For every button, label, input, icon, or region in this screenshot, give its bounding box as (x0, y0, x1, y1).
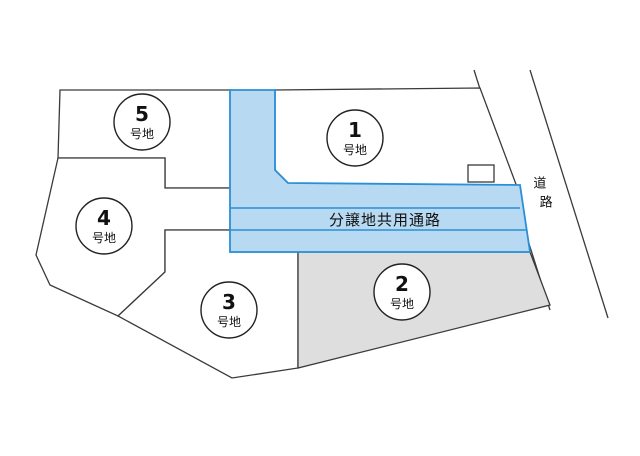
lot-2-number: 2 (395, 272, 409, 296)
public-road-char-2: 路 (540, 195, 553, 211)
public-road-char-1: 道 (533, 176, 546, 191)
lot-5-suffix: 号地 (130, 127, 154, 141)
lot-2-marker: 2 号地 (373, 263, 431, 321)
lot-4-marker: 4 号地 (75, 197, 133, 255)
lot-3-suffix: 号地 (217, 315, 241, 329)
lot-3-number: 3 (222, 290, 236, 314)
public-road-edge-right (529, 69, 609, 319)
lot-3-marker: 3 号地 (200, 281, 258, 339)
public-road-label: 道 路 (533, 176, 553, 211)
lot-5-marker: 5 号地 (113, 93, 171, 151)
lot-4-number: 4 (97, 206, 111, 230)
lot-5-number: 5 (135, 102, 149, 126)
shared-road-area[interactable] (229, 89, 532, 253)
lot-1-suffix: 号地 (343, 143, 367, 157)
lot-1-number: 1 (348, 118, 362, 142)
lot-1-marker: 1 号地 (326, 109, 384, 167)
shared-road-label: 分譲地共用通路 (329, 211, 441, 229)
lot-4-suffix: 号地 (92, 231, 116, 245)
lot-2-suffix: 号地 (390, 297, 414, 311)
lot-1-small-structure (467, 164, 495, 183)
